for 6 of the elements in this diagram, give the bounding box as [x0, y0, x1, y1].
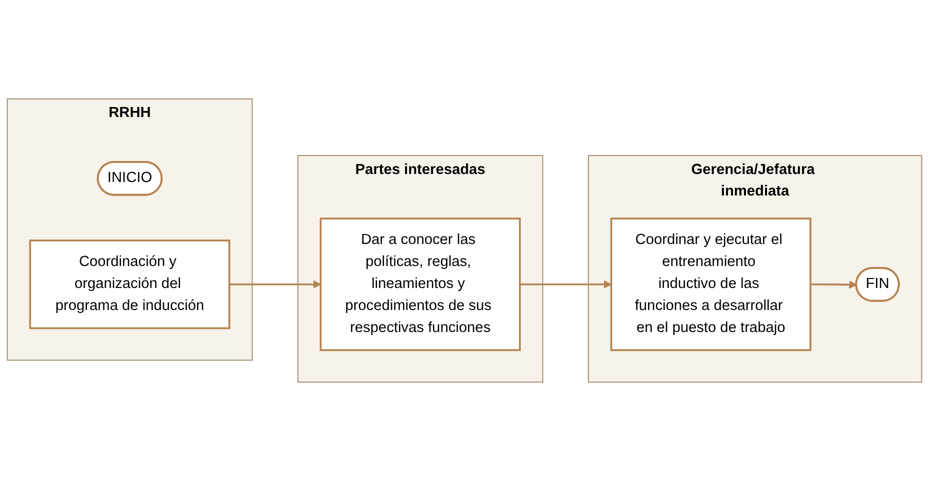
node-box: Dar a conocer las políticas, reglas, lineamientos y procedimientos de sus respectivas funciones	[320, 218, 521, 352]
arrow	[520, 280, 612, 288]
node-box: Coordinar y ejecutar el entrenamiento inductivo de las funciones a desarrollar en el puesto de trabajo	[610, 218, 812, 352]
arrow	[229, 280, 322, 288]
arrow	[810, 280, 857, 289]
node-box: Coordinación y organización del programa de inducción	[29, 240, 230, 330]
